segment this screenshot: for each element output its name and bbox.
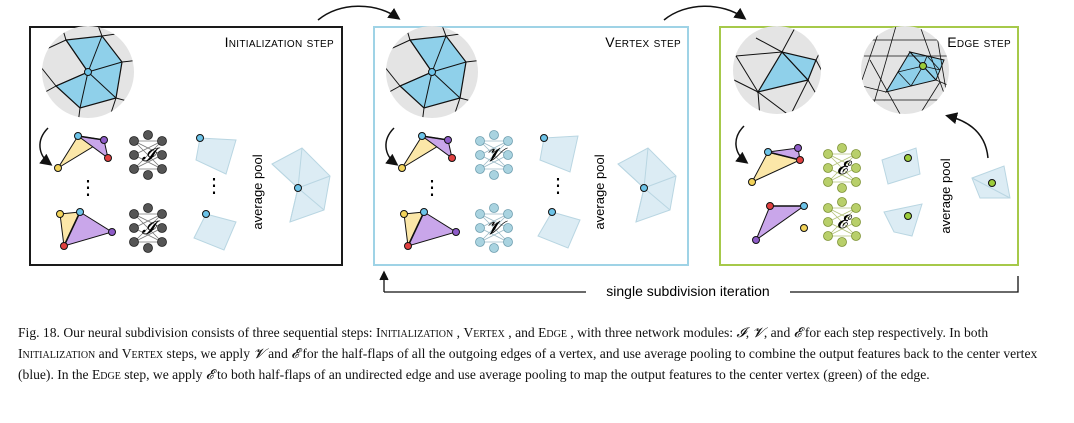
- init-halfflap-bottom: [56, 208, 116, 250]
- vertex-panel: Vertex step ⋮: [373, 26, 689, 266]
- caption-edge-term: Edge: [538, 325, 567, 340]
- init-dots-left: ⋮: [78, 177, 98, 199]
- caption-vertex-term: Vertex: [121, 346, 164, 361]
- transition-arrow-2: [663, 5, 747, 21]
- init-panel: Initialization step: [29, 26, 343, 266]
- edge-average-pool-label: average pool: [938, 158, 953, 233]
- iteration-bracket: [379, 270, 1019, 293]
- caption-module-e: 𝓔: [205, 367, 214, 382]
- init-output-flap-top: [195, 134, 237, 175]
- init-mesh-disk: [42, 26, 134, 118]
- init-average-pool-label: average pool: [250, 154, 265, 229]
- caption-module-e: 𝓔: [793, 325, 802, 340]
- network-module-i-top: 𝓘: [129, 130, 167, 180]
- edge-step-title: Edge step: [947, 34, 1011, 50]
- caption-text: , with three network modules:: [566, 325, 737, 340]
- caption-text: , and: [504, 325, 539, 340]
- caption-text: Our neural subdivision consists of three…: [59, 325, 376, 340]
- caption-text: to both half-flaps of an undirected edge…: [213, 367, 930, 382]
- edge-halfflap-bottom: [752, 202, 808, 244]
- init-pooled-result: [271, 147, 331, 223]
- caption-text: for the half-flaps of all the outgoing e…: [18, 346, 1038, 382]
- caption-text: for each step respectively. In both: [801, 325, 989, 340]
- caption-prefix: Fig. 18.: [18, 325, 60, 340]
- vertex-dots-left: ⋮: [422, 177, 442, 199]
- caption-text: , and: [763, 325, 794, 340]
- edge-return-arrow: [945, 112, 989, 159]
- vertex-halfflap-top: [398, 132, 456, 172]
- network-module-e-top: 𝓔: [823, 143, 861, 193]
- network-module-v-bottom: 𝓥: [475, 203, 513, 253]
- init-dots-right: ⋮: [204, 175, 224, 197]
- vertex-output-flap-top: [539, 134, 579, 173]
- init-step-title: Initialization step: [225, 34, 334, 50]
- caption-vertex-term: Vertex: [463, 325, 505, 340]
- edge-panel: Edge step: [719, 26, 1019, 266]
- caption-text: and: [95, 346, 122, 361]
- iteration-label: single subdivision iteration: [606, 283, 769, 299]
- vertex-pooled-result: [617, 147, 677, 223]
- figure: Initialization step: [29, 5, 1019, 299]
- vertex-flap-arrow: [385, 127, 399, 166]
- edge-pooled-result: [971, 165, 1011, 199]
- edge-output-flap-bottom: [883, 203, 923, 237]
- edge-halfflap-top: [748, 144, 804, 186]
- caption-module-v: 𝓥: [752, 325, 764, 340]
- init-output-flap-bottom: [193, 210, 237, 251]
- vertex-halfflap-bottom: [400, 208, 460, 250]
- caption-text: ,: [453, 325, 464, 340]
- network-module-v-top: 𝓥: [475, 130, 513, 180]
- edge-mesh-disk-coarse: [733, 26, 821, 114]
- caption-edge-term: Edge: [91, 367, 121, 382]
- network-module-i-bottom: 𝓘: [129, 203, 167, 253]
- caption-text: step, we apply: [120, 367, 206, 382]
- caption-module-v: 𝓥: [253, 346, 265, 361]
- figure-caption: Fig. 18. Our neural subdivision consists…: [18, 322, 1058, 385]
- caption-init-term: Initialization: [375, 325, 454, 340]
- init-flap-arrow: [39, 127, 53, 166]
- vertex-output-flap-bottom: [537, 208, 581, 249]
- vertex-mesh-disk: [386, 26, 478, 118]
- caption-text: ,: [745, 325, 753, 340]
- edge-output-flap-top: [881, 147, 921, 185]
- vertex-step-title: Vertex step: [605, 34, 681, 50]
- caption-module-i: 𝓘: [736, 325, 746, 340]
- caption-text: and: [264, 346, 292, 361]
- vertex-dots-right: ⋮: [548, 175, 568, 197]
- edge-flap-arrow: [735, 125, 749, 164]
- caption-init-term: Initialization: [18, 346, 96, 361]
- init-halfflap-top: [54, 132, 112, 172]
- network-module-e-bottom: 𝓔: [823, 197, 861, 247]
- transition-arrow-1: [317, 5, 401, 21]
- caption-module-e: 𝓔: [291, 346, 299, 361]
- vertex-average-pool-label: average pool: [592, 154, 607, 229]
- caption-text: steps, we apply: [163, 346, 254, 361]
